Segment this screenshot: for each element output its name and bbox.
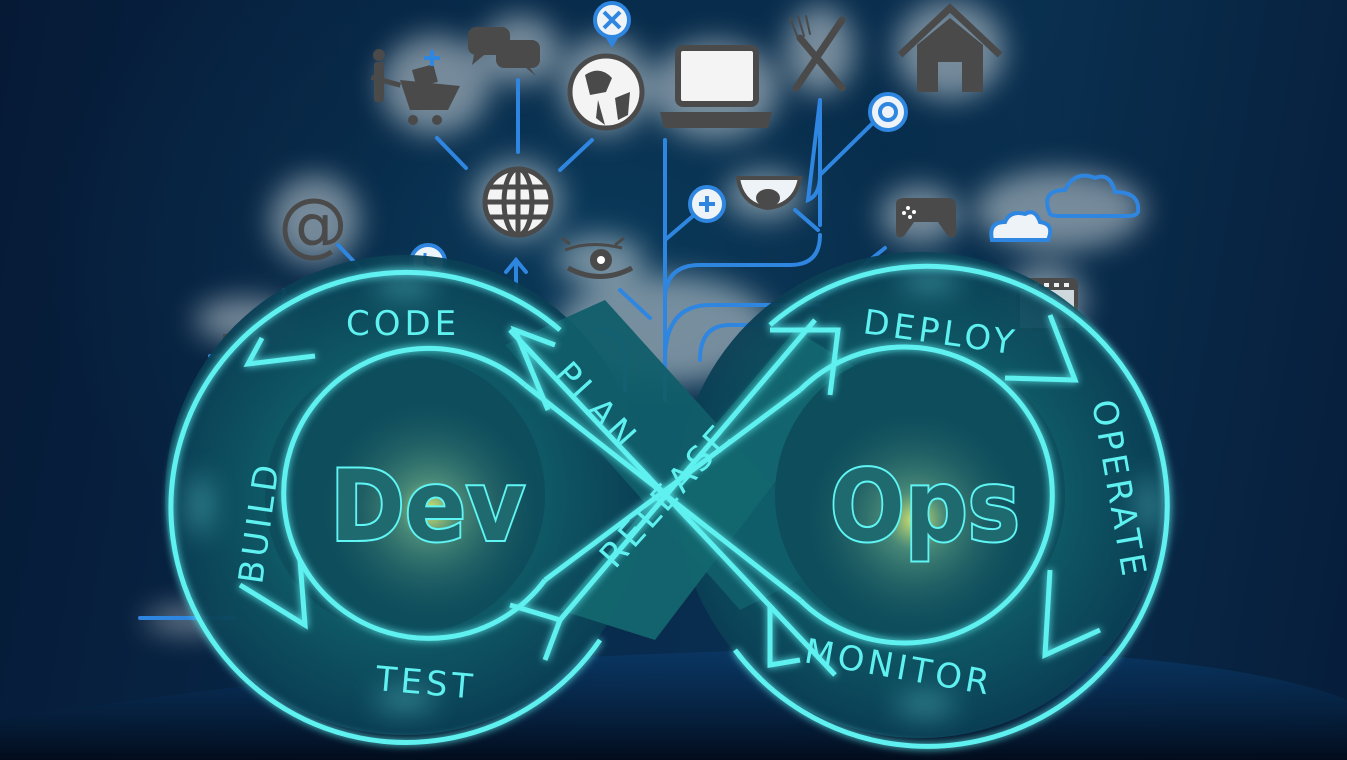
internet-globe-icon <box>482 166 554 238</box>
stage-test-label: TEST <box>373 659 478 708</box>
at-sign-icon: @ <box>278 183 348 265</box>
home-icon <box>897 3 1003 92</box>
laptop-icon <box>660 45 772 128</box>
dev-title: Dev <box>330 450 525 564</box>
svg-text:@: @ <box>278 183 348 265</box>
plus-circle-icon <box>688 185 726 223</box>
map-pin-close-icon <box>593 1 631 48</box>
ops-title: Ops <box>830 450 1020 564</box>
fork-knife-icon <box>789 15 846 92</box>
eye-icon <box>561 236 634 279</box>
devops-infinity-loop: CODE BUILD TEST PLAN RELEASE DEPLOY OPER… <box>165 252 1170 749</box>
gamepad-icon <box>896 198 956 238</box>
cloud-icon <box>989 173 1141 242</box>
target-icon <box>868 92 908 132</box>
world-globe-icon <box>567 53 645 131</box>
shopping-cart-icon <box>370 49 460 125</box>
stage-code-label: CODE <box>346 304 460 344</box>
mouth-icon <box>735 176 803 211</box>
chat-bubbles-icon <box>468 27 540 76</box>
